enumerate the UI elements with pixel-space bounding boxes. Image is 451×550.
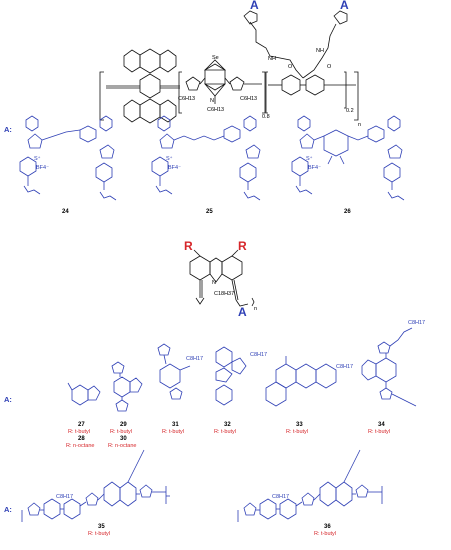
compound-33 [265,356,337,407]
compound-29 [111,361,143,412]
subscript-02: 0.2 [346,108,354,114]
compound-36-r: R: t-butyl [314,531,336,537]
side-chain-left [249,21,304,79]
compound-35-number: 35 [98,524,105,530]
bracket-left [99,71,104,121]
hexyl-bottom: C6H13 [207,107,224,113]
amide-nh-right: NH [316,48,324,54]
compound-35-r: R: t-butyl [88,531,110,537]
compound-26-s: S⁺ [306,155,313,162]
compound-27 [67,382,101,406]
compound-24-number: 24 [62,209,69,215]
ring [139,73,161,99]
hexyl-left: C6H13 [178,96,195,102]
ring [123,49,141,73]
a-group-label-2: A [340,0,349,12]
carbonyl-o-right: O [327,64,332,70]
thiophene-left [185,76,201,91]
compound-28-r: R: n-octane [66,443,94,449]
compound-31-number: 31 [172,422,179,428]
compound-31-chain: C8H17 [186,356,203,362]
atom-se: Se [212,55,219,61]
thiophene-right [229,76,245,91]
fluorene-ring-2 [305,74,325,96]
ring [139,98,161,124]
compound-32-r: R: t-butyl [214,429,236,435]
compound-26-bf4: BF4⁻ [308,165,321,171]
a-group-label-1: A [250,0,259,12]
ring [123,99,141,123]
compound-36-chain: C8H17 [272,494,289,500]
hexyl-right: C6H13 [240,96,257,102]
compound-30-number: 30 [120,436,127,442]
row1-a-label: A: [4,125,12,134]
compound-25 [151,115,261,201]
polymer-structure [99,10,359,124]
carbonyl-o-left: O [288,64,293,70]
compound-33-r: R: t-butyl [286,429,308,435]
triazole-top-right [333,10,348,25]
compound-34-r: R: t-butyl [368,429,390,435]
compound-28-number: 28 [78,436,85,442]
compound-35 [21,449,170,522]
polymer-labels: A A Se N C6H13 C6H13 C6H13 NH NH O O 0.8… [178,0,361,128]
triazole-top-left [243,10,258,25]
triazole-core [204,83,226,97]
compound-29-number: 29 [120,422,127,428]
compound-25-number: 25 [206,209,213,215]
compound-32 [215,346,247,406]
amide-nh-left: NH [268,56,276,62]
carbazole-a: A [238,305,247,319]
compound-26 [291,115,405,201]
carbazole-n-sub: n [254,306,257,312]
compound-24-s: S⁺ [34,155,41,162]
side-chain-right [302,23,337,79]
carbazole-r-left: R [184,239,193,253]
compound-29-r: R: t-butyl [110,429,132,435]
compound-25-bf4: BF4⁻ [168,165,181,171]
compound-34-number: 34 [378,422,385,428]
compound-33-number: 33 [296,422,303,428]
compound-36 [237,449,383,522]
compound-25-s: S⁺ [166,155,173,162]
compound-32-chain: C8H17 [250,352,267,358]
benzo-ring [204,63,226,91]
compound-35-chain: C8H17 [56,494,73,500]
subscript-n: n [358,122,361,128]
compound-27-number: 27 [78,422,85,428]
bracket-right [354,71,359,121]
compound-33-chain: C8H17 [336,364,353,370]
carbazole-chain: C18H37 [214,291,234,297]
atom-n: N [210,98,214,104]
carbazole-r-right: R [238,239,247,253]
compound-24-bf4: BF4⁻ [36,165,49,171]
compound-34 [361,327,417,407]
selenadiazole [204,59,226,71]
row3-a-label: A: [4,505,12,514]
row2-a-label: A: [4,395,12,404]
ring [159,99,177,123]
compound-32-number: 32 [224,422,231,428]
compound-30-r: R: n-octane [108,443,136,449]
compound-34-chain: C8H17 [408,320,425,326]
carbazole-n: N [212,280,216,286]
fluorene-ring-1 [281,74,301,96]
carbazole-structure [189,249,255,307]
ring [159,49,177,73]
compound-36-number: 36 [324,524,331,530]
compound-26-number: 26 [344,209,351,215]
compound-31 [157,343,191,400]
compound-31-r: R: t-butyl [162,429,184,435]
compound-24 [19,115,117,201]
ring [139,48,161,74]
subscript-08: 0.8 [262,114,270,120]
compound-27-r: R: t-butyl [68,429,90,435]
